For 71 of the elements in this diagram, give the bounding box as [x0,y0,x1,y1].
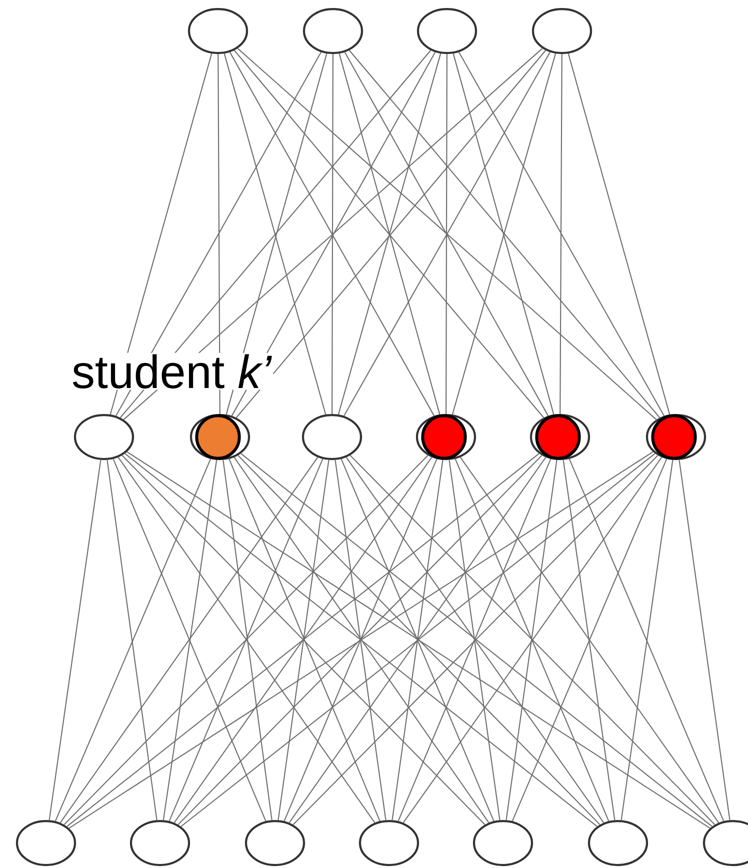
connection-line [392,460,444,820]
layer-label: student k’ [70,352,274,390]
connection-line [162,460,218,820]
connection-line [340,458,494,822]
neuron-ellipse [416,8,478,54]
connection-line [237,48,657,420]
connection-line [568,53,670,415]
connection-line [458,52,665,416]
connection-line [68,451,654,829]
connection-line [124,453,598,827]
filled-neuron [190,414,250,460]
connection-line [218,54,220,414]
connection-line [334,460,386,820]
connection-line [122,455,486,825]
connection-line [228,458,380,822]
connection-line [460,456,720,824]
connection-line [64,455,428,825]
connection-line [562,460,616,820]
connection-line [446,54,448,414]
neuron-ellipse [532,8,592,54]
connection-line [448,460,500,820]
connection-line [234,457,490,823]
connection-line [54,458,212,822]
connection-line [118,457,376,823]
connection-line [238,455,600,825]
connection-line [348,50,660,418]
connection-line [110,53,212,415]
connection-line [126,451,710,829]
connection-line [112,458,266,822]
connection-line [180,453,656,827]
connection-line [332,54,334,414]
connection-line [568,458,724,822]
neuron-ellipse [588,820,648,866]
connection-line [60,457,318,824]
connection-line [66,453,540,827]
filled-neuron [530,414,590,460]
neuron-ellipse [358,820,420,866]
connection-line [278,460,330,820]
neuron-ellipse [472,820,534,866]
neuron-ellipse [302,8,364,54]
filled-neuron [416,414,476,460]
neuron-ellipse [16,820,76,866]
neuron-ellipse [130,820,190,866]
neuron-ellipse [188,8,248,54]
connection-line [620,460,674,820]
connection-line [678,460,730,820]
connection-line [398,458,552,822]
connection-line [560,54,562,414]
connection-line [506,460,558,820]
connection-line [350,455,716,825]
connection-line [168,458,324,822]
neuron-ellipse [244,820,306,866]
connection-line [240,453,712,827]
connection-line [512,458,668,822]
connection-line [346,457,604,824]
connection-line [454,458,610,822]
connection-line [292,455,658,825]
connection-line [288,457,546,823]
neuron-ellipse [74,414,134,460]
connection-line [222,460,272,820]
connection-line [284,458,438,822]
connection-line [178,455,542,825]
connection-line [115,52,322,416]
connection-line [402,456,662,824]
connection-line [123,48,543,420]
neuron-ellipse [302,414,362,460]
filled-neuron [646,414,706,460]
connection-line [120,50,432,418]
connection-line [174,457,432,824]
connection-line [106,460,158,820]
connection-line [48,460,102,820]
